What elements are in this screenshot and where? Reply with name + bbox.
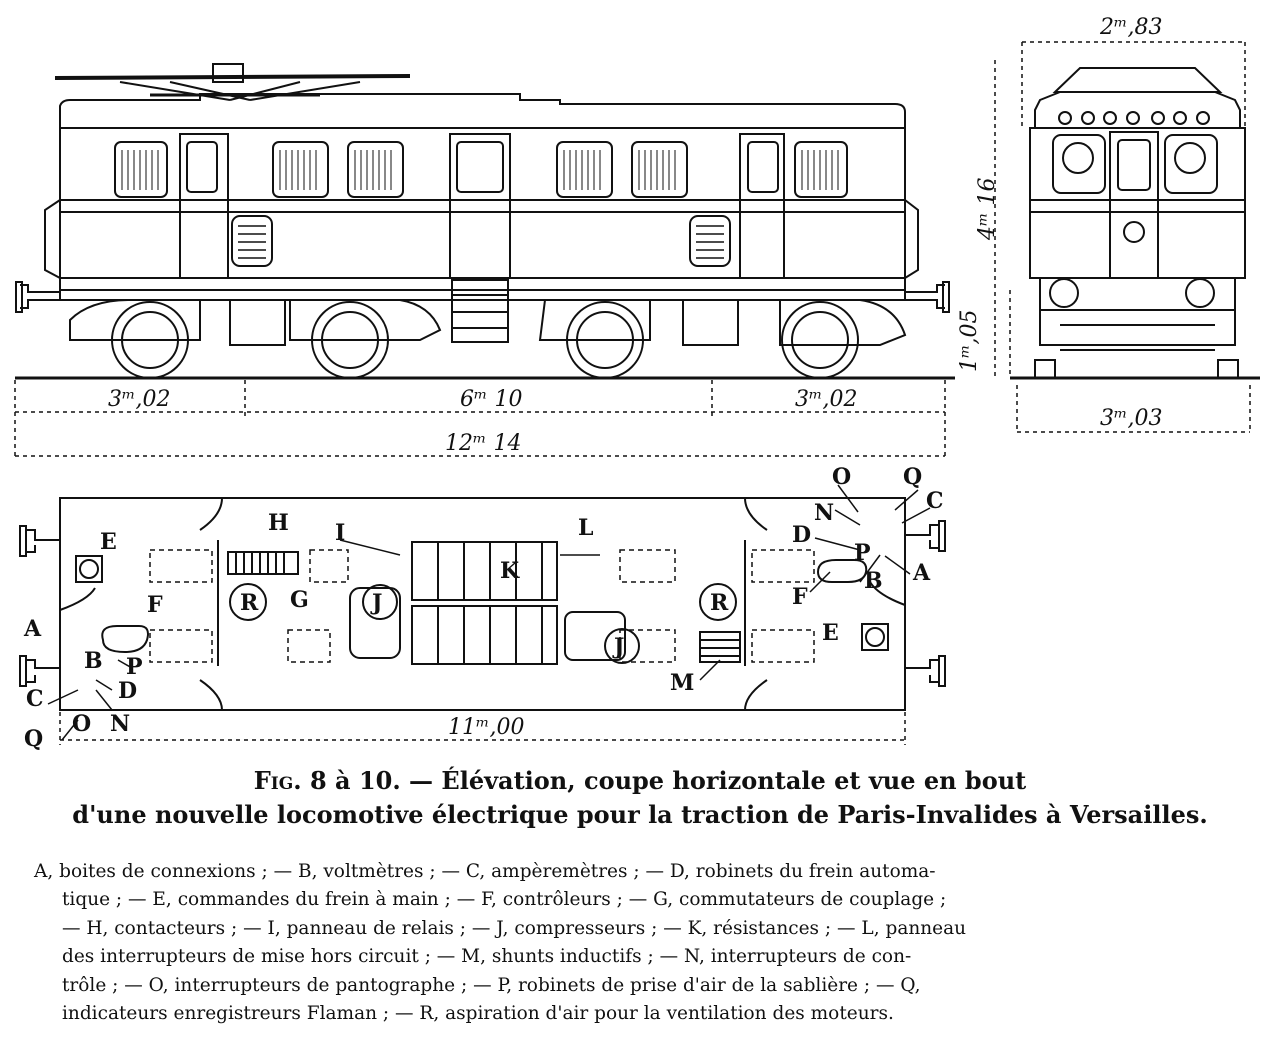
figure-caption-title: 8 à 10. — Élévation, coupe horizontale e… [309,766,1027,795]
side-buffers [15,281,950,313]
legend-line: — H, contacteurs ; — I, panneau de relai… [62,917,967,939]
label-c-left: C [26,686,44,712]
label-e-right: E [822,620,839,646]
label-k: K [500,558,520,584]
label-j-left: J [370,590,382,616]
label-i: I [335,520,345,546]
resistances-k [411,541,558,665]
label-f-right: F [792,584,808,610]
dim-total-length: 12ᵐ 14 [445,431,521,456]
label-d-left: D [118,678,137,704]
legend-line: des interrupteurs de mise hors circuit ;… [62,946,912,968]
side-elevation [14,63,955,460]
label-n-right: N [814,500,834,526]
label-b-right: B [864,568,883,594]
label-r-right: R [710,590,729,616]
dim-seg-left: 3ᵐ,02 [108,387,170,412]
label-b-left: B [84,648,103,674]
label-o-right: O [832,464,851,490]
dim-plan-length: 11ᵐ,00 [448,715,524,740]
dim-end-track: 3ᵐ,03 [1100,406,1162,431]
dim-end-width: 2ᵐ,83 [1099,15,1162,40]
pantograph-side [54,63,411,101]
label-r-left: R [240,590,259,616]
label-e-left: E [100,529,117,555]
label-a-left: A [23,616,42,642]
legend-line: tique ; — E, commandes du frein à main ;… [62,889,947,911]
label-q-left: Q [24,726,43,752]
dim-wheel-height: 1ᵐ,05 [957,310,982,372]
legend-line: trôle ; — O, interrupteurs de pantograph… [62,974,921,996]
legend-line: indicateurs enregistreurs Flaman ; — R, … [62,1003,894,1025]
legend-line: A, boites de connexions ; — B, voltmètre… [34,861,936,882]
window-hatching [121,150,839,190]
figure-caption-fig: Fig. [253,766,302,795]
label-a-right: A [912,560,931,586]
figure-caption-line-1: Fig. 8 à 10. — Élévation, coupe horizont… [0,764,1280,798]
dim-seg-mid: 6ᵐ 10 [460,387,522,412]
dim-height: 4ᵐ 16 [975,178,1000,241]
side-dimension-lines [14,380,946,460]
label-l: L [578,515,593,541]
end-view [994,41,1260,433]
label-g: G [290,587,309,613]
end-dimension-lines [994,41,1251,433]
label-m: M [670,670,694,696]
label-o-left: O [72,711,91,737]
plan-labels: E H I L K F R G J R J M A B P C D Q O N … [23,464,944,752]
side-windows [114,141,848,198]
label-j-right: J [612,634,624,660]
label-h: H [268,510,289,536]
locomotive-drawing: 2ᵐ,83 4ᵐ 16 1ᵐ,05 3ᵐ,02 6ᵐ 10 3ᵐ,02 12ᵐ … [14,15,1260,752]
dim-seg-right: 3ᵐ,02 [795,387,857,412]
label-n-left: N [110,711,130,737]
plan-view [19,484,946,745]
label-c-right: C [926,488,944,514]
legend: A, boites de connexions ; — B, voltmètre… [34,858,1246,1028]
label-p-right: P [854,540,871,566]
label-d-right: D [792,522,811,548]
label-q-right: Q [903,464,922,490]
label-f-left: F [147,592,163,618]
figure-caption-line-2: d'une nouvelle locomotive électrique pou… [72,800,1208,829]
label-p-left: P [126,654,143,680]
